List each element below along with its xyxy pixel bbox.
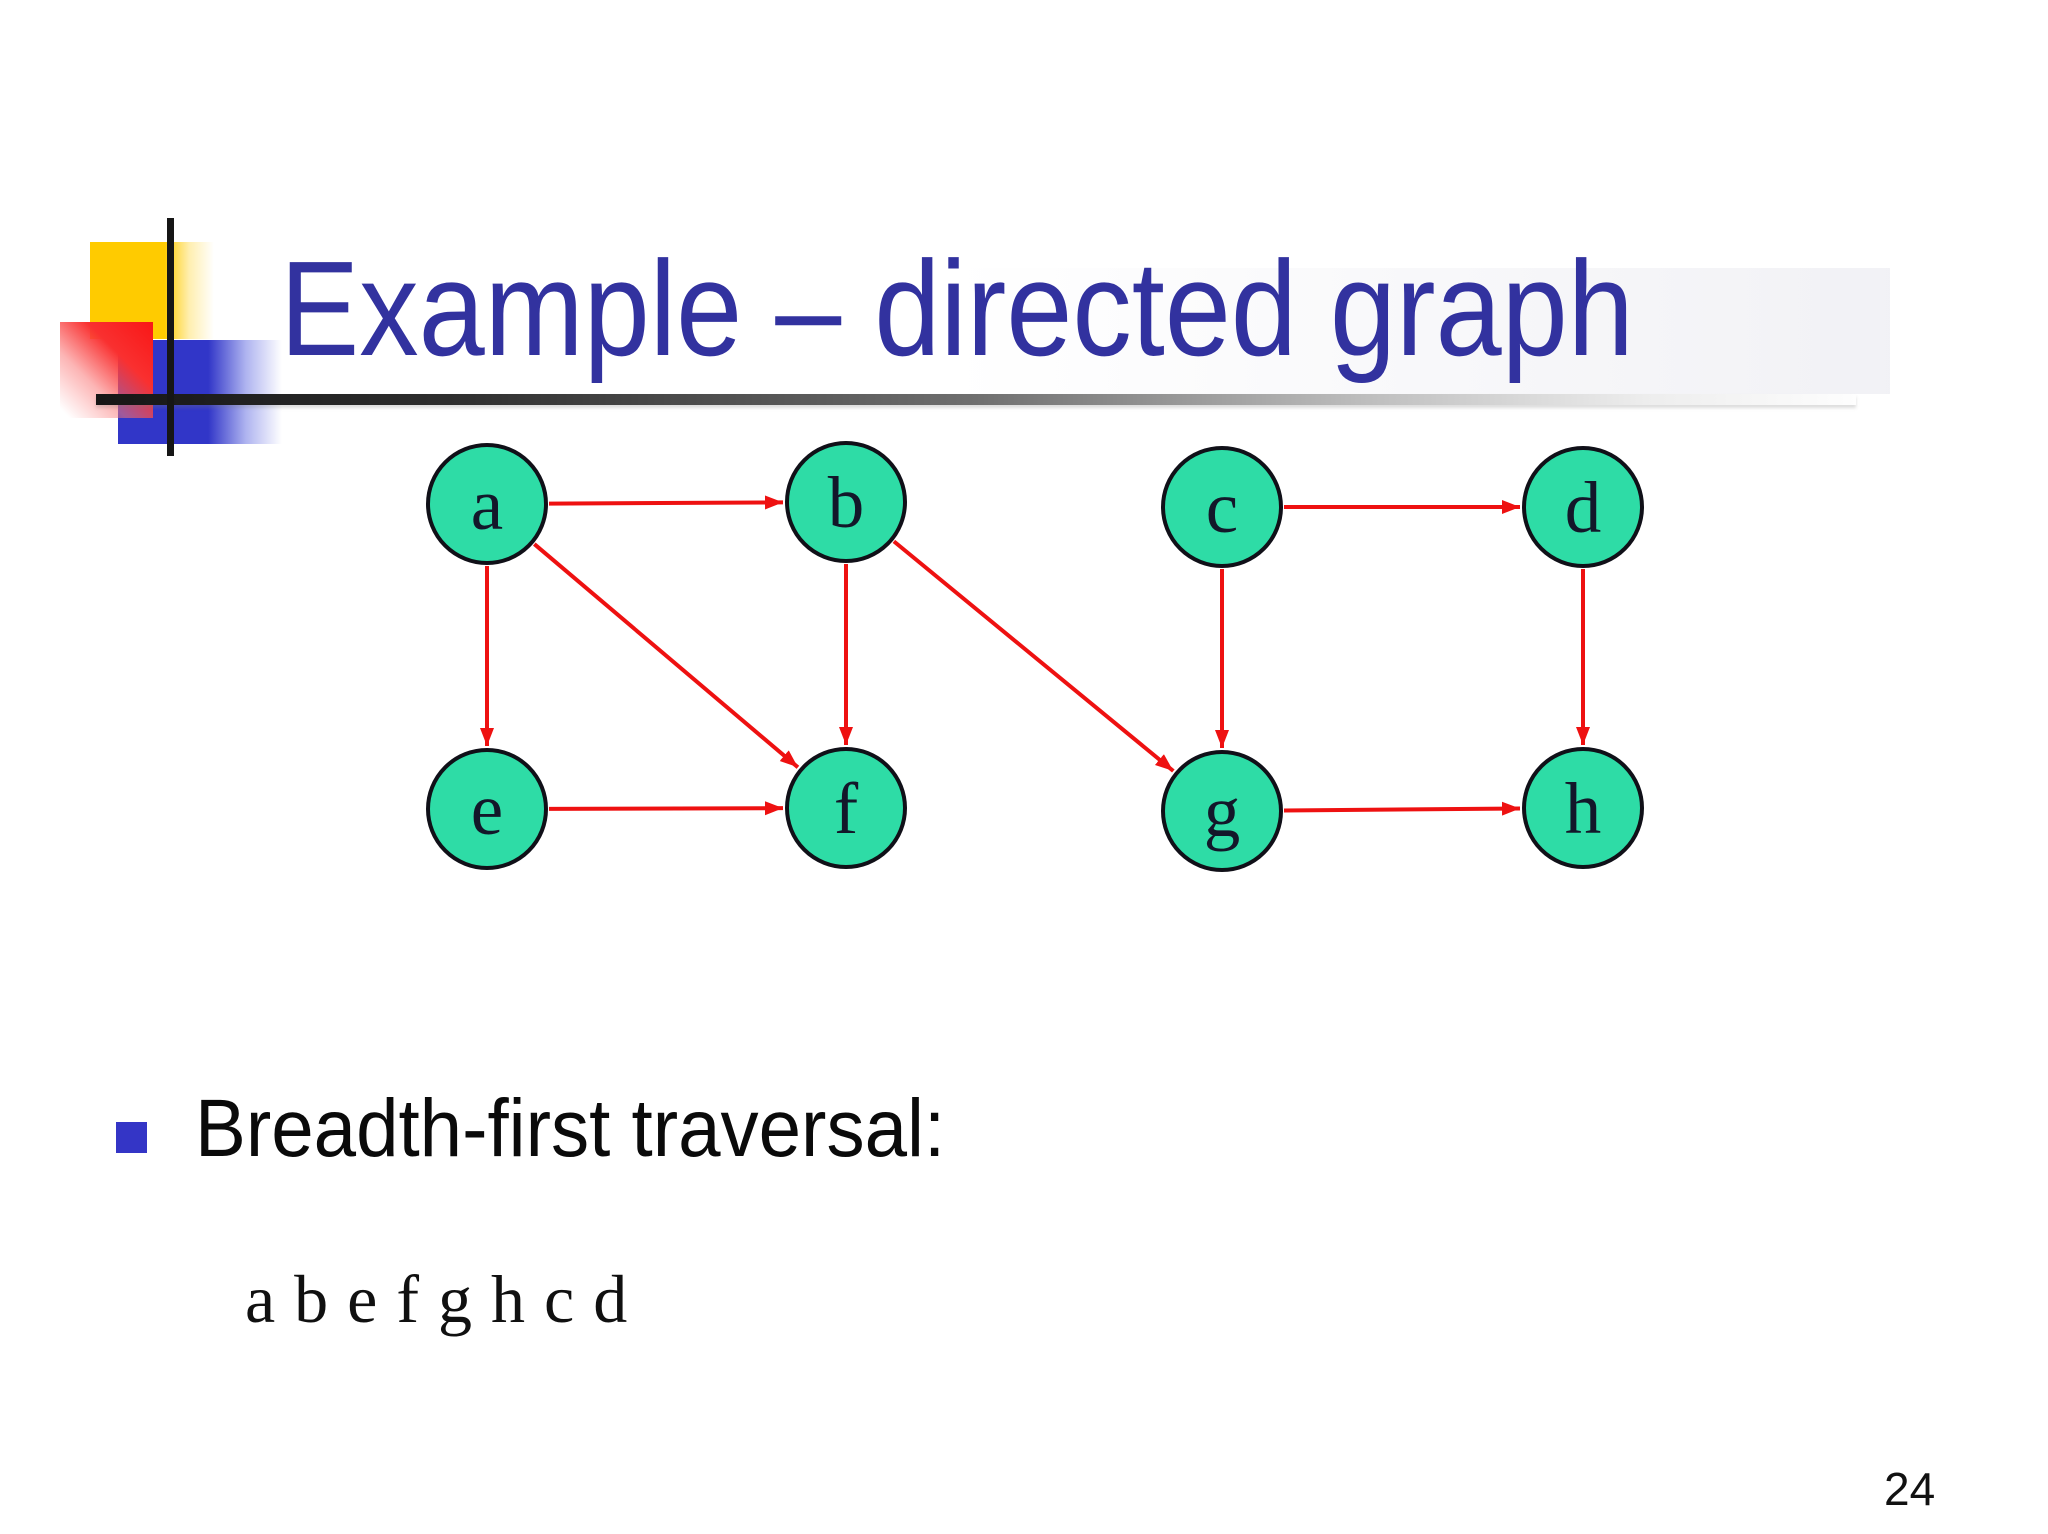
graph-node-c: c [1161,446,1283,568]
title-underline-rule [96,394,1856,405]
graph-node-label-f: f [834,768,859,849]
graph-edge-e-f [548,801,784,816]
graph-node-f: f [785,747,907,869]
graph-node-e: e [426,748,548,870]
graph-edge-b-g [892,539,1175,773]
graph-node-label-h: h [1565,768,1602,849]
decor-vertical-line [167,218,174,456]
graph-node-label-g: g [1204,771,1241,852]
graph-node-label-b: b [828,462,865,543]
graph-edge-a-b [548,495,784,510]
graph-node-d: d [1522,446,1644,568]
traversal-sequence: a b e f g h c d [245,1261,628,1337]
page-title: Example – directed graph [280,241,1818,376]
graph-node-a: a [426,443,548,565]
title-highlight-band [950,268,1890,394]
bullet-item: Breadth-first traversal: [195,1088,1002,1170]
graph-node-label-c: c [1206,467,1238,548]
bullet-item-label: Breadth-first traversal: [195,1083,946,1174]
graph-edge-a-f [533,542,800,769]
graph-node-label-d: d [1565,467,1602,548]
bullet-square-icon [116,1122,147,1153]
graph-edge-g-h [1283,801,1521,816]
graph-node-label-a: a [471,464,503,545]
page-number: 24 [1884,1463,1936,1515]
graph-node-h: h [1522,747,1644,869]
page-title-text: Example – directed graph [280,233,1634,384]
graph-node-b: b [785,441,907,563]
graph-node-label-e: e [471,769,503,850]
graph-node-g: g [1161,750,1283,872]
